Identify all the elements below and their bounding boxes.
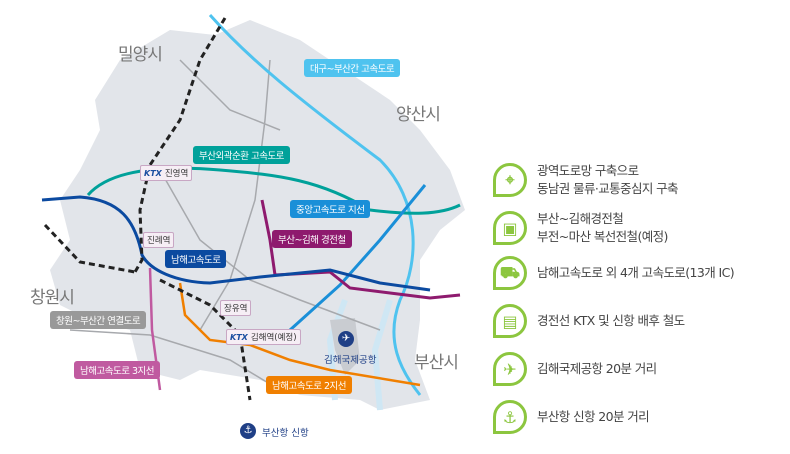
label-daegu-busan: 대구~부산간 고속도로 [304,59,401,77]
map-icon: ⌖ [493,163,527,197]
busan-gimhae-light-rail [260,199,461,300]
feature-item: ⛟ 남해고속도로 외 4개 고속도로(13개 IC) [493,256,735,290]
label-busan-outer: 부산외곽순환 고속도로 [193,146,290,164]
feature-text: 광역도로망 구축으로 [537,163,639,178]
regional-map [41,14,465,411]
feature-text: 동남권 물류·교통중심지 구축 [537,181,679,196]
station-jillye: 진례역 [143,232,175,248]
label-namhae: 남해고속도로 [165,250,227,268]
airplane-icon: ✈ [338,331,354,347]
ktx-logo: KTX [230,333,248,342]
label-changwon-busan: 창원~부산간 연결도로 [50,311,147,329]
namhae-2nd-branch [178,282,421,387]
label-light-rail: 부산~김해 경전철 [272,230,352,248]
city-yangsan: 양산시 [396,105,441,125]
port-label: 부산항 신항 [262,428,309,439]
airport-label: 김해국제공항 [324,355,377,366]
station-name: 김해역(예정) [250,333,297,343]
busan-outer-ring-expressway [86,166,461,215]
city-changwon: 창원시 [30,288,75,308]
local-roads [69,59,381,391]
railway-line [43,17,252,401]
land-area [50,20,465,410]
feature-text: 부산항 신항 20분 거리 [537,409,650,424]
feature-text: 부전~마산 복선전철(예정) [537,229,668,244]
label-namhae2: 남해고속도로 2지선 [266,376,352,394]
airplane-icon: ✈ [493,352,527,386]
feature-text: 남해고속도로 외 4개 고속도로(13개 IC) [537,265,735,280]
feature-text: 경전선 KTX 및 신항 배후 철도 [537,313,685,328]
city-busan: 부산시 [414,353,459,373]
label-namhae3: 남해고속도로 3지선 [74,361,160,379]
feature-text: 부산~김해경전철 [537,211,624,226]
car-icon: ⛟ [493,256,527,290]
feature-item: ✈ 김해국제공항 20분 거리 [493,352,657,386]
anchor-icon: ⚓ [240,423,256,439]
anchor-icon: ⚓ [493,400,527,434]
train-icon: ▤ [493,304,527,338]
city-miryang: 밀양시 [118,45,163,65]
station-jangyu: 장유역 [220,300,252,316]
namhae-expressway [41,195,431,292]
ktx-logo: KTX [144,169,162,178]
tram-icon: ▣ [493,211,527,245]
jungang-branch-expressway [288,184,427,332]
station-name: 진영역 [164,169,189,179]
feature-item: ⚓ 부산항 신항 20분 거리 [493,400,650,434]
feature-text: 김해국제공항 20분 거리 [537,361,657,376]
feature-item: ▤ 경전선 KTX 및 신항 배후 철도 [493,304,685,338]
label-jungang-branch: 중앙고속도로 지선 [290,200,371,218]
